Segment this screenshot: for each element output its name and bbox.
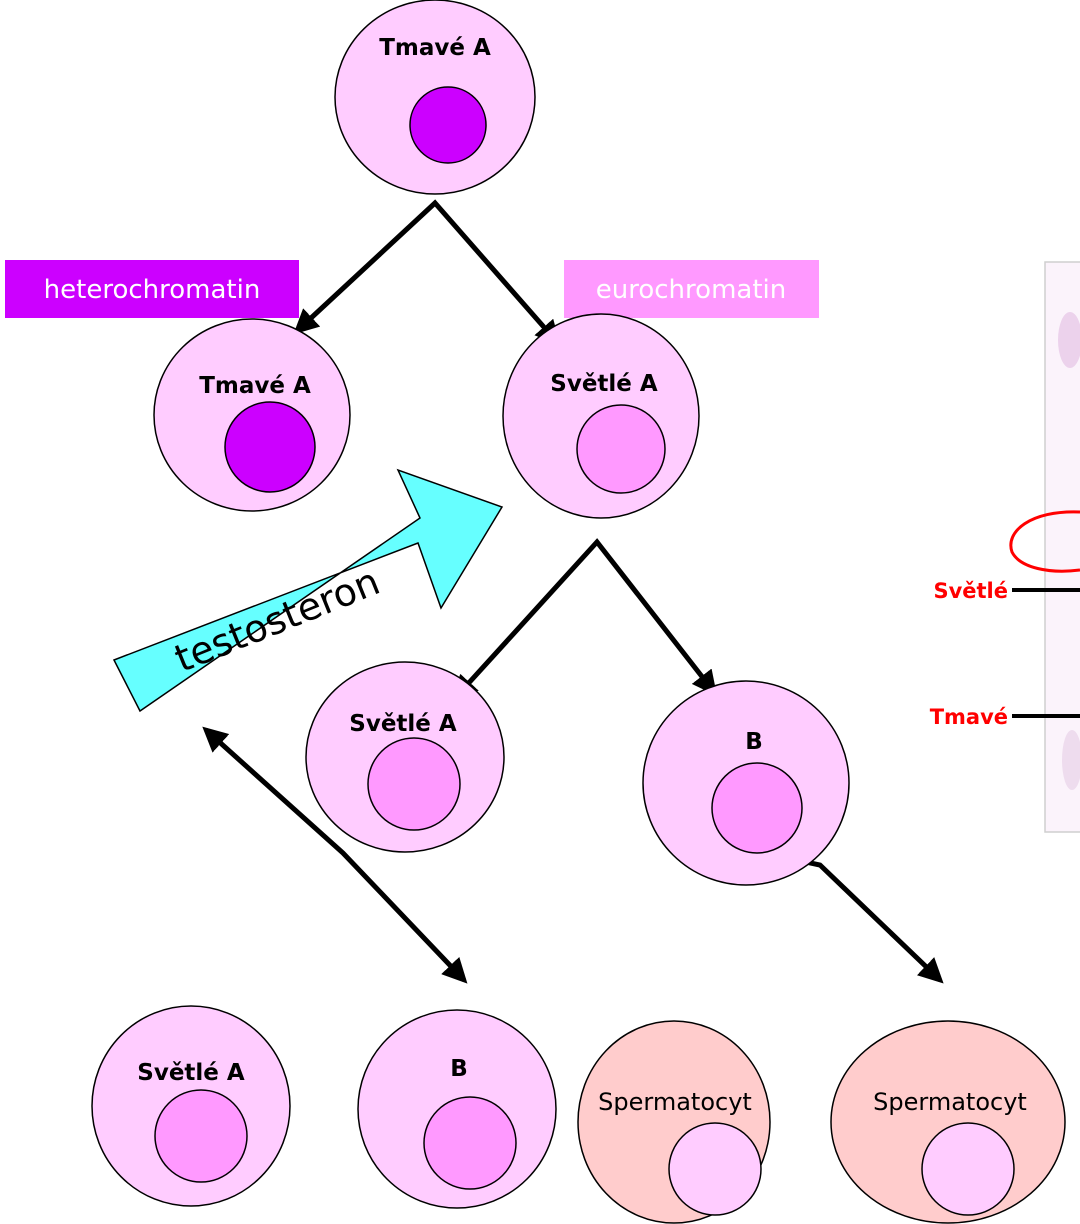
cell-level2-right: B <box>642 680 850 886</box>
light-nucleus <box>423 1096 517 1190</box>
micrograph-tissue <box>1062 730 1080 790</box>
heterochromatin-tag: heterochromatin <box>5 260 299 318</box>
nucleus <box>921 1122 1015 1216</box>
eurochromatin-tag: eurochromatin <box>564 260 819 318</box>
cell-label: B <box>745 729 763 755</box>
light-nucleus <box>367 737 461 831</box>
heterochromatin-tag-label: heterochromatin <box>44 275 261 305</box>
cell-level3-a: Světlé A <box>91 1005 291 1207</box>
nucleus <box>668 1122 762 1216</box>
cell-level2-left: Světlé A <box>305 661 505 853</box>
light-nucleus <box>711 762 803 854</box>
division-arrow-light-a <box>452 538 718 701</box>
light-nucleus <box>154 1089 248 1183</box>
cell-label: Světlé A <box>550 371 658 397</box>
eurochromatin-tag-bg <box>564 260 819 318</box>
cell-label: Spermatocyt <box>873 1088 1027 1116</box>
cell-label: Tmavé A <box>379 35 491 61</box>
eurochromatin-tag-label: eurochromatin <box>596 275 786 305</box>
heterochromatin-tag-bg <box>5 260 299 318</box>
micrograph-panel <box>1009 261 1080 833</box>
light-nucleus <box>576 404 666 494</box>
cell-label: B <box>450 1056 468 1082</box>
cell-level3-b: B <box>357 1009 557 1209</box>
cell-label: Světlé A <box>349 711 457 737</box>
highlight-ellipse <box>1009 510 1080 573</box>
cell-label: Světlé A <box>137 1060 245 1086</box>
testosteron-label: testosteron <box>169 559 386 681</box>
micrograph-tissue <box>1058 312 1080 368</box>
cell-level3-c: Spermatocyt <box>577 1020 771 1224</box>
cell-root: Tmavé A <box>334 0 536 195</box>
division-arrow-root <box>293 199 561 346</box>
cell-level1-right: Světlé A <box>502 313 700 519</box>
dark-nucleus <box>409 86 487 164</box>
legend-dark-label: Tmavé <box>930 705 1008 729</box>
dark-nucleus <box>224 401 316 493</box>
micrograph-legend: Světlé Tmavé <box>930 579 1080 729</box>
legend-light-label: Světlé <box>933 579 1008 603</box>
testosteron-arrow-shape <box>112 468 504 713</box>
cell-label: Tmavé A <box>199 373 311 399</box>
cell-label: Spermatocyt <box>598 1088 752 1116</box>
cell-level3-d: Spermatocyt <box>830 1020 1066 1224</box>
division-arrow-level2-left <box>202 726 468 984</box>
cell-level1-left: Tmavé A <box>153 318 351 512</box>
